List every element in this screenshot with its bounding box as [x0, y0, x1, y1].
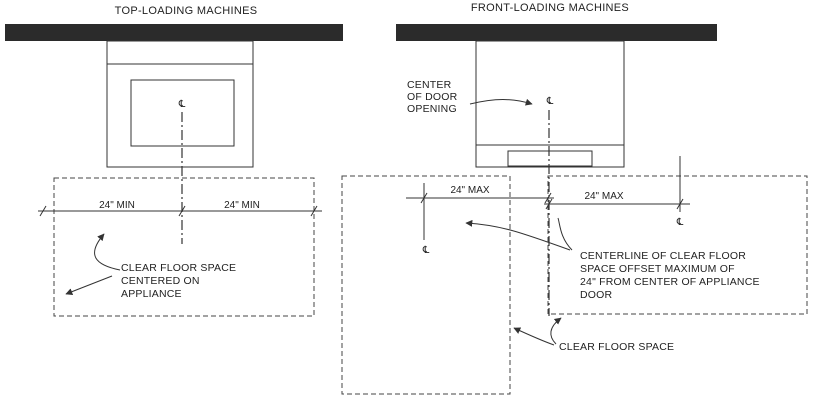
front-loading-title: FRONT-LOADING MACHINES	[471, 2, 629, 14]
front-loading-floor-note: CLEAR FLOOR SPACE	[559, 341, 674, 353]
front-loading-dim-tick-4	[676, 198, 684, 210]
front-loading-machine-door	[507, 150, 593, 167]
top-loading-leader-down	[65, 275, 113, 295]
top-loading-centerline-symbol: ℄	[178, 99, 186, 110]
top-loading-dim-tick-center	[178, 205, 186, 217]
top-loading-dim-left-label: 24" MIN	[99, 200, 135, 211]
top-loading-note-line3: APPLIANCE	[121, 288, 182, 300]
front-loading-dim-tick-1	[420, 192, 428, 204]
front-loading-floor-leader-left	[513, 327, 555, 346]
front-loading-machine	[475, 40, 625, 168]
front-loading-dim-right-label: 24" MAX	[584, 191, 623, 202]
front-loading-door-note-line3: OPENING	[407, 103, 457, 115]
front-loading-door-leader	[469, 98, 533, 106]
front-loading-offset-note-line2: SPACE OFFSET MAXIMUM OF	[580, 263, 735, 275]
front-loading-clear-floor-space-right	[547, 175, 808, 315]
front-loading-door-centerline-symbol: ℄	[546, 96, 554, 107]
top-loading-dim-right-label: 24" MIN	[224, 200, 260, 211]
front-loading-offset-leader-right	[557, 217, 573, 251]
top-loading-clear-floor-space	[53, 177, 315, 317]
front-loading-offset-note-line1: CENTERLINE OF CLEAR FLOOR	[580, 250, 746, 262]
front-loading-door-note-line1: CENTER	[407, 79, 452, 91]
top-loading-wall	[5, 24, 343, 41]
front-loading-left-centerline-symbol: ℄	[422, 245, 430, 256]
top-loading-dim-tick-right	[310, 205, 318, 217]
front-loading-wall	[396, 24, 717, 41]
top-loading-machine	[106, 40, 254, 168]
front-loading-offset-note-line3: 24" FROM CENTER OF APPLIANCE	[580, 276, 760, 288]
top-loading-panel: TOP-LOADING MACHINES ℄ 24" MIN 24" MIN C…	[5, 5, 343, 317]
front-loading-dim-tick-3	[545, 198, 553, 210]
top-loading-dim-tick-left	[39, 205, 47, 217]
top-loading-note-line2: CENTERED ON	[121, 275, 200, 287]
top-loading-machine-lid	[130, 79, 235, 147]
front-loading-floor-leader-up	[550, 317, 562, 345]
front-loading-clear-floor-space-left	[341, 175, 511, 395]
front-loading-panel: FRONT-LOADING MACHINES CENTER OF DOOR OP…	[341, 2, 808, 395]
top-loading-title: TOP-LOADING MACHINES	[115, 5, 258, 17]
front-loading-dim-tick-2	[544, 192, 552, 204]
top-loading-note-line1: CLEAR FLOOR SPACE	[121, 262, 236, 274]
front-loading-right-centerline-symbol: ℄	[676, 217, 684, 228]
front-loading-door-note-line2: OF DOOR	[407, 91, 458, 103]
front-loading-offset-note-line4: DOOR	[580, 289, 613, 301]
front-loading-dim-left-label: 24" MAX	[450, 185, 489, 196]
front-loading-offset-leader-left	[465, 219, 571, 251]
top-loading-leader-up	[94, 233, 121, 271]
